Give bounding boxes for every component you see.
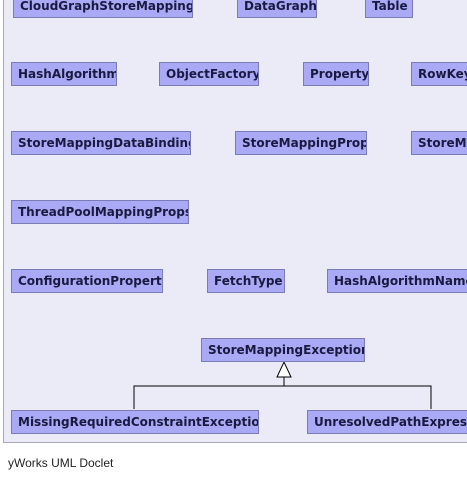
- class-box-storema[interactable]: StoreMa: [411, 131, 467, 155]
- class-box-configurationproperty[interactable]: ConfigurationProperty: [11, 269, 163, 293]
- class-box-hashalgorithm[interactable]: HashAlgorithm: [11, 62, 117, 86]
- class-box-storemappingdatabinding[interactable]: StoreMappingDataBinding: [11, 131, 191, 155]
- class-box-datagraph[interactable]: DataGraph: [237, 0, 317, 18]
- inheritance-edges: [133, 360, 432, 409]
- generalization-arrowhead-icon: [276, 360, 292, 378]
- generalization-branch-line: [133, 385, 432, 409]
- class-box-missingrequiredconstraintexception[interactable]: MissingRequiredConstraintException: [11, 410, 259, 434]
- class-box-cloudgraphstoremapping[interactable]: CloudGraphStoreMapping: [13, 0, 193, 18]
- class-box-property[interactable]: Property: [303, 62, 369, 86]
- class-box-threadpoolmappingprops[interactable]: ThreadPoolMappingProps: [11, 200, 189, 224]
- class-box-unresolvedpathexpression[interactable]: UnresolvedPathExpressi: [307, 410, 467, 434]
- class-box-hashalgorithmname[interactable]: HashAlgorithmName: [327, 269, 467, 293]
- class-box-objectfactory[interactable]: ObjectFactory: [159, 62, 259, 86]
- class-box-table[interactable]: Table: [365, 0, 413, 18]
- class-box-storemappingexception[interactable]: StoreMappingException: [201, 338, 365, 362]
- uml-class-diagram: CloudGraphStoreMapping DataGraph Table H…: [3, 0, 467, 443]
- class-box-fetchtype[interactable]: FetchType: [207, 269, 285, 293]
- footer-credit: yWorks UML Doclet: [8, 456, 114, 470]
- class-box-rowkey[interactable]: RowKey: [411, 62, 467, 86]
- class-box-storemappingprop[interactable]: StoreMappingProp: [235, 131, 367, 155]
